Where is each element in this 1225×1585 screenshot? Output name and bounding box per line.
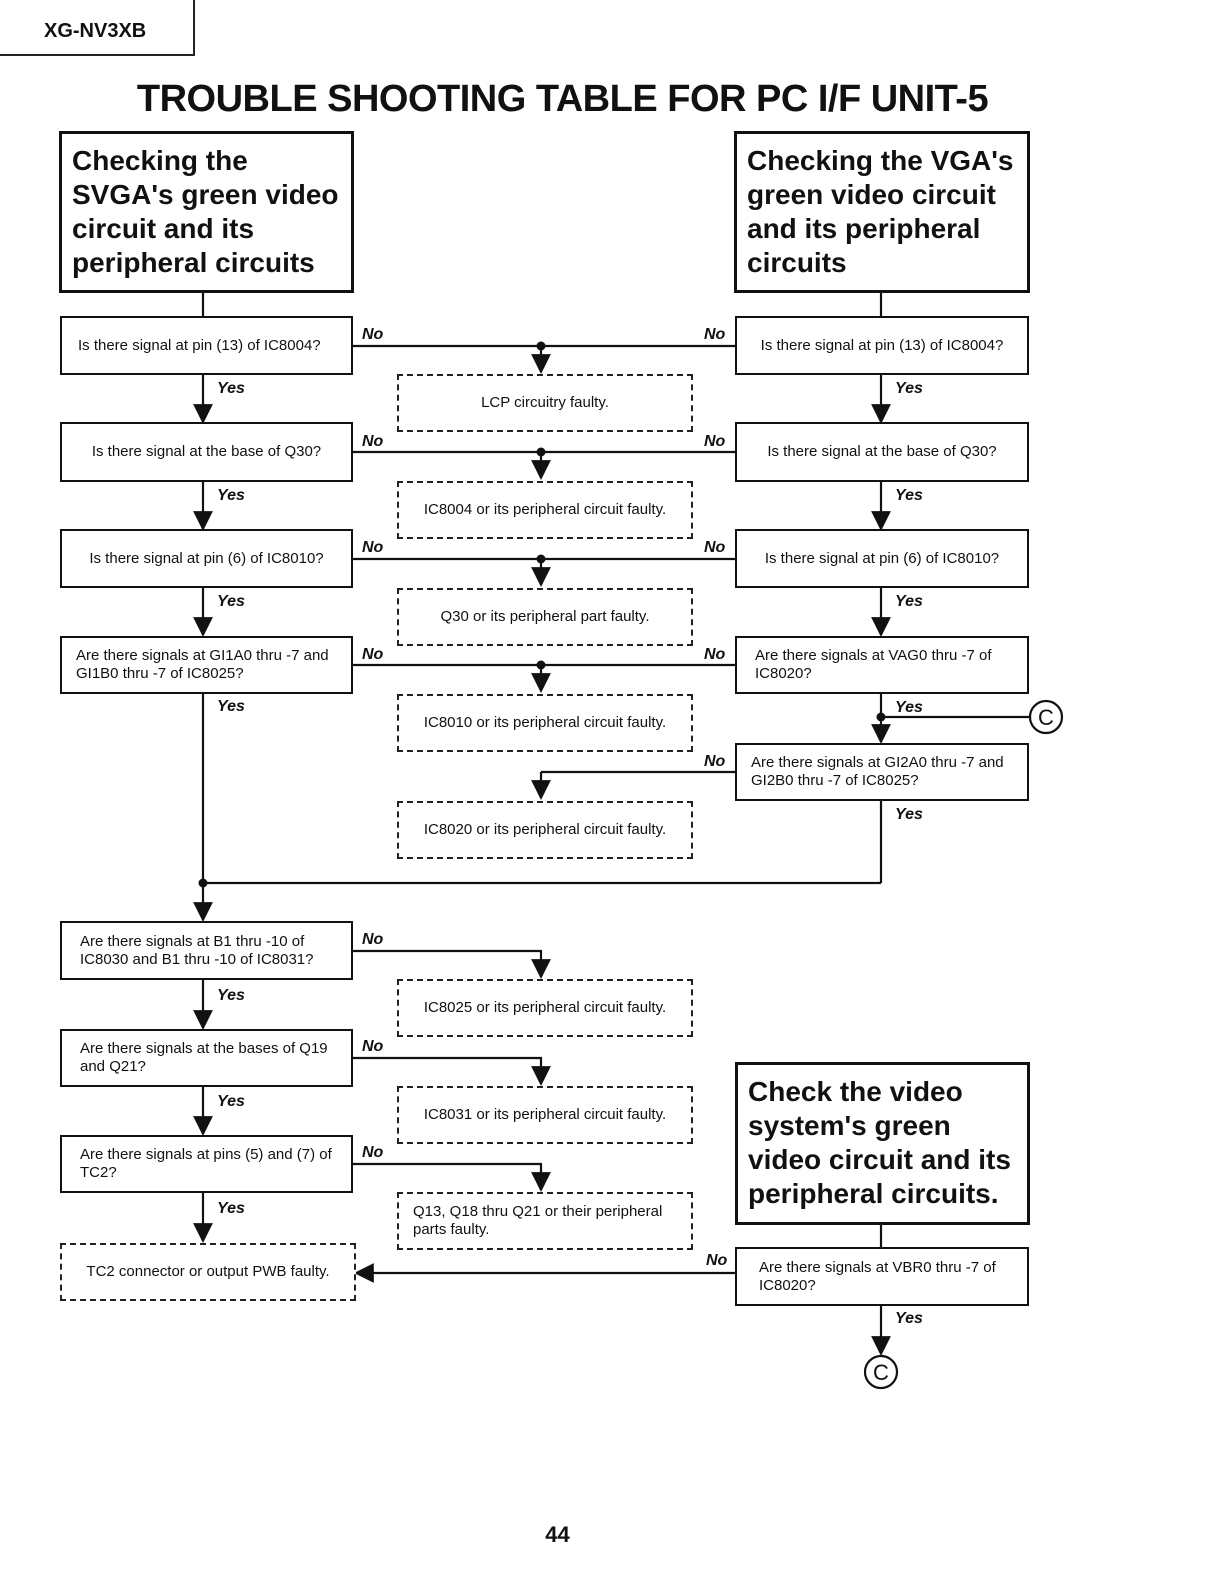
no-label: No: [362, 539, 384, 556]
left-question-3: Is there signal at pin (6) of IC8010?: [60, 529, 353, 588]
fault-box-5: IC8020 or its peripheral circuit faulty.: [397, 801, 693, 859]
video-question: Are there signals at VBR0 thru -7 of IC8…: [735, 1247, 1029, 1306]
no-label: No: [362, 326, 384, 343]
lower-question-1: Are there signals at B1 thru -10 of IC80…: [60, 921, 353, 980]
fault-box-8: Q13, Q18 thru Q21 or their peripheral pa…: [397, 1192, 693, 1250]
fault-box-3: Q30 or its peripheral part faulty.: [397, 588, 693, 646]
yes-label: Yes: [895, 1310, 923, 1327]
no-label: No: [704, 539, 726, 556]
svg-text:C: C: [873, 1360, 889, 1385]
yes-label: Yes: [217, 380, 245, 397]
left-question-4: Are there signals at GI1A0 thru -7 and G…: [60, 636, 353, 694]
no-label: No: [704, 646, 726, 663]
no-label: No: [362, 1038, 384, 1055]
no-label: No: [362, 931, 384, 948]
no-label: No: [706, 1252, 728, 1269]
right-question-2: Is there signal at the base of Q30?: [735, 422, 1029, 482]
lower-question-3: Are there signals at pins (5) and (7) of…: [60, 1135, 353, 1193]
fault-box-1: LCP circuitry faulty.: [397, 374, 693, 432]
no-label: No: [362, 1144, 384, 1161]
no-label: No: [704, 433, 726, 450]
model-label: XG-NV3XB: [44, 20, 147, 42]
page-title: TROUBLE SHOOTING TABLE FOR PC I/F UNIT-5: [136, 78, 989, 120]
fault-box-4: IC8010 or its peripheral circuit faulty.: [397, 694, 693, 752]
no-label: No: [362, 433, 384, 450]
no-label: No: [362, 646, 384, 663]
video-system-header: Check the video system's green video cir…: [735, 1062, 1030, 1225]
left-question-1: Is there signal at pin (13) of IC8004?: [60, 316, 353, 375]
no-label: No: [704, 326, 726, 343]
fault-box-2: IC8004 or its peripheral circuit faulty.: [397, 481, 693, 539]
no-label: No: [704, 753, 726, 770]
lower-question-2: Are there signals at the bases of Q19 an…: [60, 1029, 353, 1087]
yes-label: Yes: [217, 698, 245, 715]
yes-label: Yes: [895, 487, 923, 504]
yes-label: Yes: [895, 699, 923, 716]
yes-label: Yes: [217, 987, 245, 1004]
connector-c-bottom: C: [863, 1354, 899, 1390]
vga-header: Checking the VGA's green video circuit a…: [734, 131, 1030, 293]
right-question-3: Is there signal at pin (6) of IC8010?: [735, 529, 1029, 588]
left-question-2: Is there signal at the base of Q30?: [60, 422, 353, 482]
yes-label: Yes: [217, 593, 245, 610]
final-fault-box: TC2 connector or output PWB faulty.: [60, 1243, 356, 1301]
model-tab: XG-NV3XB: [0, 0, 195, 56]
fault-box-7: IC8031 or its peripheral circuit faulty.: [397, 1086, 693, 1144]
right-question-4: Are there signals at VAG0 thru -7 of IC8…: [735, 636, 1029, 694]
right-question-5: Are there signals at GI2A0 thru -7 and G…: [735, 743, 1029, 801]
right-question-1: Is there signal at pin (13) of IC8004?: [735, 316, 1029, 375]
yes-label: Yes: [895, 380, 923, 397]
yes-label: Yes: [217, 1200, 245, 1217]
connector-c-right: C: [1028, 699, 1064, 735]
fault-box-6: IC8025 or its peripheral circuit faulty.: [397, 979, 693, 1037]
yes-label: Yes: [217, 487, 245, 504]
yes-label: Yes: [895, 593, 923, 610]
yes-label: Yes: [895, 806, 923, 823]
junction-dots: [198, 341, 886, 888]
page-number: 44: [545, 1522, 570, 1547]
svg-text:C: C: [1038, 705, 1054, 730]
svga-header: Checking the SVGA's green video circuit …: [59, 131, 354, 293]
yes-label: Yes: [217, 1093, 245, 1110]
